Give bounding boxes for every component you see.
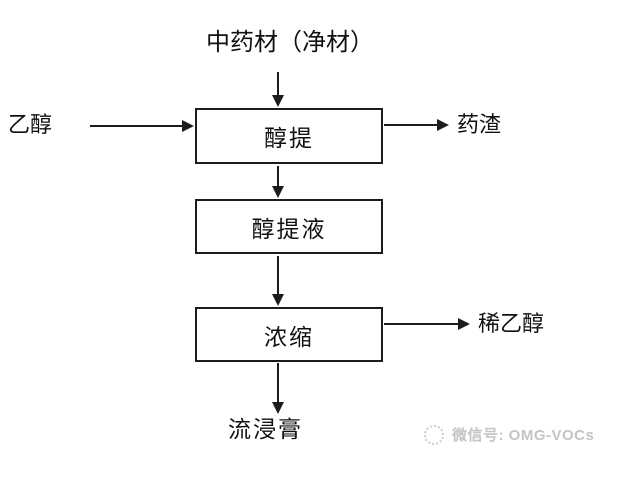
label-fluid-extract-output: 流浸膏 <box>228 417 303 442</box>
box-alcohol-extraction-label: 醇提 <box>264 126 314 151</box>
box-concentration-label: 浓缩 <box>264 324 314 350</box>
label-dilute-ethanol-output: 稀乙醇 <box>478 311 545 336</box>
box-alcohol-extract-liquid: 醇提液 <box>195 199 383 254</box>
wechat-logo-icon <box>424 424 444 445</box>
label-ethanol-input: 乙醇 <box>8 112 53 137</box>
arrow-concentration-to-dilute-ethanol <box>384 318 470 330</box>
watermark: 微信号: OMG-VOCs <box>424 424 594 445</box>
label-residue-output: 药渣 <box>457 112 502 137</box>
arrow-ethanol-to-extraction <box>90 120 194 132</box>
arrow-extraction-to-residue <box>384 119 449 131</box>
watermark-text: 微信号: OMG-VOCs <box>452 427 595 444</box>
arrow-concentration-to-fluid-extract <box>272 363 284 414</box>
arrow-extraction-to-liquid <box>272 166 284 198</box>
box-concentration: 浓缩 <box>195 307 383 362</box>
box-alcohol-extract-liquid-label: 醇提液 <box>251 216 327 242</box>
box-alcohol-extraction: 醇提 <box>195 108 383 164</box>
arrow-liquid-to-concentration <box>272 256 284 306</box>
arrow-source-to-extraction <box>272 72 284 107</box>
label-source-material: 中药材（净材） <box>206 30 374 56</box>
